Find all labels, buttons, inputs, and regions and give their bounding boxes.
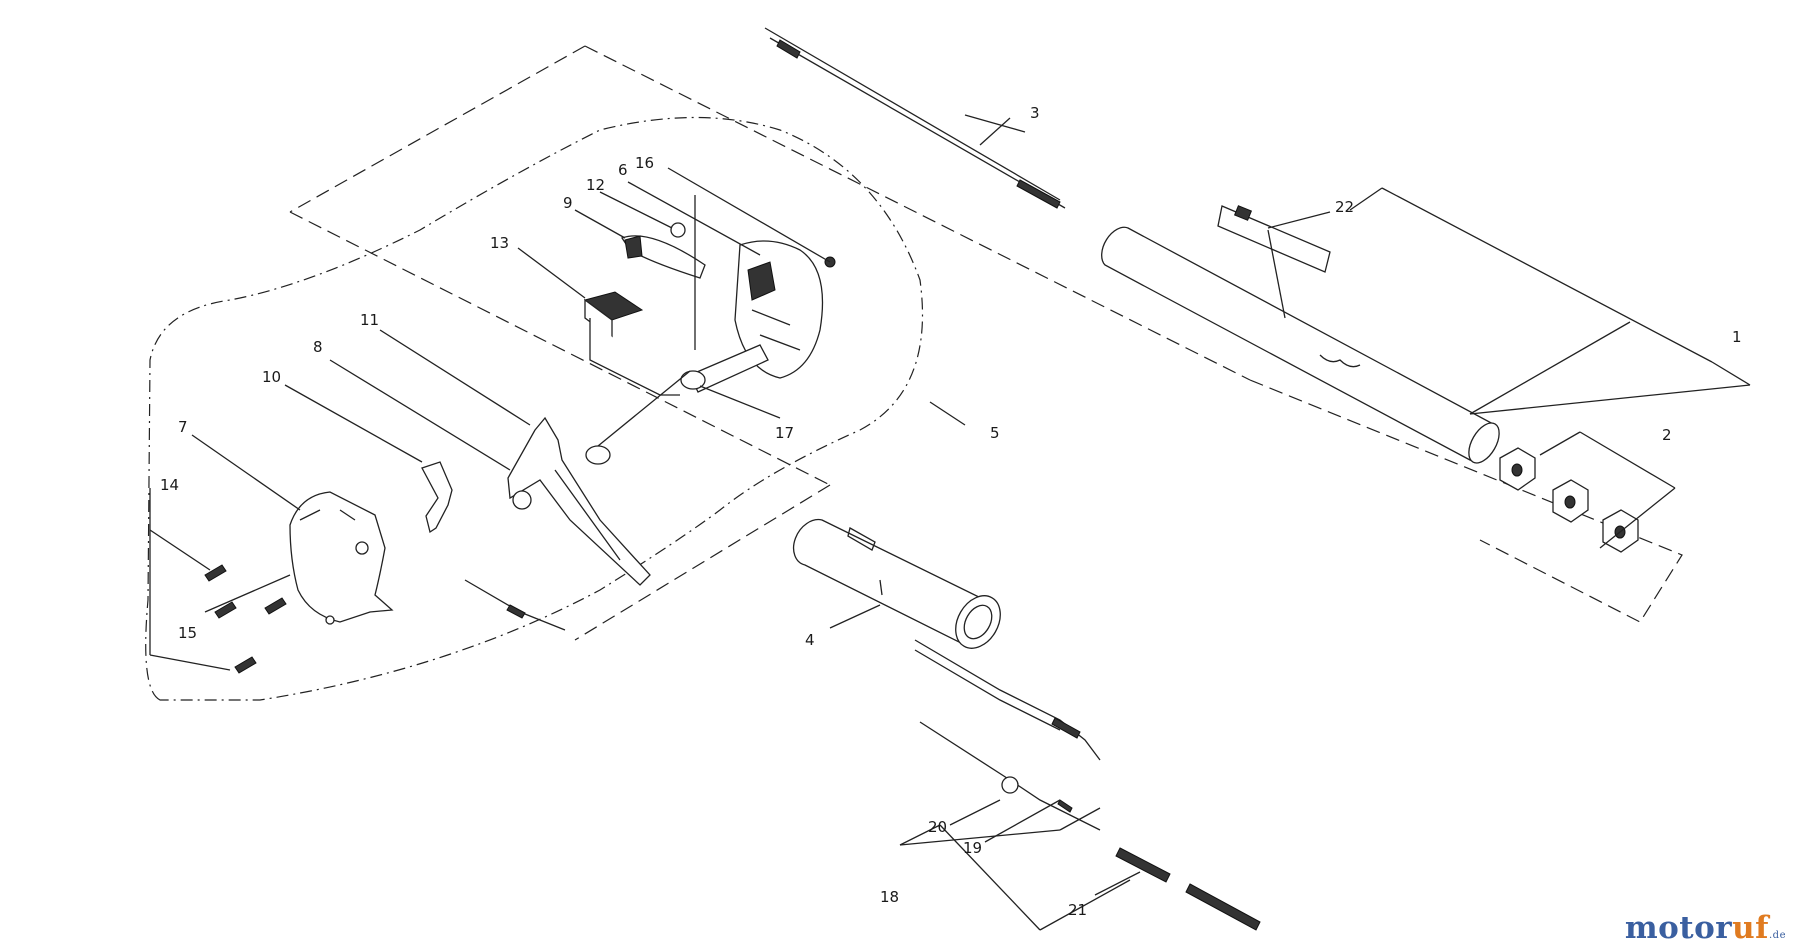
assembly-outline-main bbox=[289, 45, 1251, 641]
part-screws-14-15 bbox=[204, 564, 287, 674]
watermark-accent: uf bbox=[1732, 910, 1769, 946]
label-part-5: 5 bbox=[990, 424, 1000, 442]
label-part-13: 13 bbox=[490, 234, 509, 252]
assembly-outline-5 bbox=[145, 116, 924, 701]
part-labels: 1 2 3 4 5 6 7 8 9 10 11 12 13 14 15 16 1… bbox=[160, 104, 1742, 919]
part-washer-12 bbox=[670, 222, 686, 238]
label-part-12: 12 bbox=[586, 176, 605, 194]
part-nuts-2 bbox=[1499, 447, 1639, 553]
watermark-main: motor bbox=[1624, 910, 1733, 946]
part-grip-4 bbox=[792, 518, 1001, 649]
label-part-18: 18 bbox=[880, 888, 899, 906]
label-part-2: 2 bbox=[1662, 426, 1672, 444]
part-cables-18-21 bbox=[914, 639, 1101, 831]
label-part-22: 22 bbox=[1335, 198, 1354, 216]
part-housing-7 bbox=[289, 491, 394, 625]
part-housing-6 bbox=[689, 240, 836, 393]
label-part-6: 6 bbox=[618, 161, 628, 179]
watermark-suffix: .de bbox=[1769, 930, 1786, 941]
tube-outline bbox=[1249, 379, 1683, 623]
label-part-10: 10 bbox=[262, 368, 281, 386]
part-spacer-17 bbox=[585, 370, 706, 465]
part-lever-9 bbox=[620, 235, 706, 279]
label-part-9: 9 bbox=[563, 194, 573, 212]
part-pin-small bbox=[464, 579, 566, 631]
part-cable-3 bbox=[764, 27, 1066, 209]
label-part-11: 11 bbox=[360, 311, 379, 329]
leader-lines bbox=[149, 117, 1751, 931]
part-decal-22 bbox=[1217, 205, 1331, 319]
label-part-8: 8 bbox=[313, 338, 323, 356]
part-spring-10 bbox=[421, 461, 453, 534]
label-part-19: 19 bbox=[963, 839, 982, 857]
label-part-20: 20 bbox=[928, 818, 947, 836]
part-switch-13 bbox=[583, 291, 680, 396]
label-part-7: 7 bbox=[178, 418, 188, 436]
part-spring-21 bbox=[1115, 847, 1261, 931]
part-trigger-11 bbox=[507, 416, 651, 586]
label-part-3: 3 bbox=[1030, 104, 1040, 122]
label-part-16: 16 bbox=[635, 154, 654, 172]
label-part-15: 15 bbox=[178, 624, 197, 642]
part-tube-1 bbox=[1101, 226, 1500, 464]
label-part-21: 21 bbox=[1068, 901, 1087, 919]
label-part-17: 17 bbox=[775, 424, 794, 442]
label-part-14: 14 bbox=[160, 476, 179, 494]
label-part-1: 1 bbox=[1732, 328, 1742, 346]
watermark-logo: motoruf.de bbox=[1625, 910, 1786, 946]
label-part-4: 4 bbox=[805, 631, 815, 649]
